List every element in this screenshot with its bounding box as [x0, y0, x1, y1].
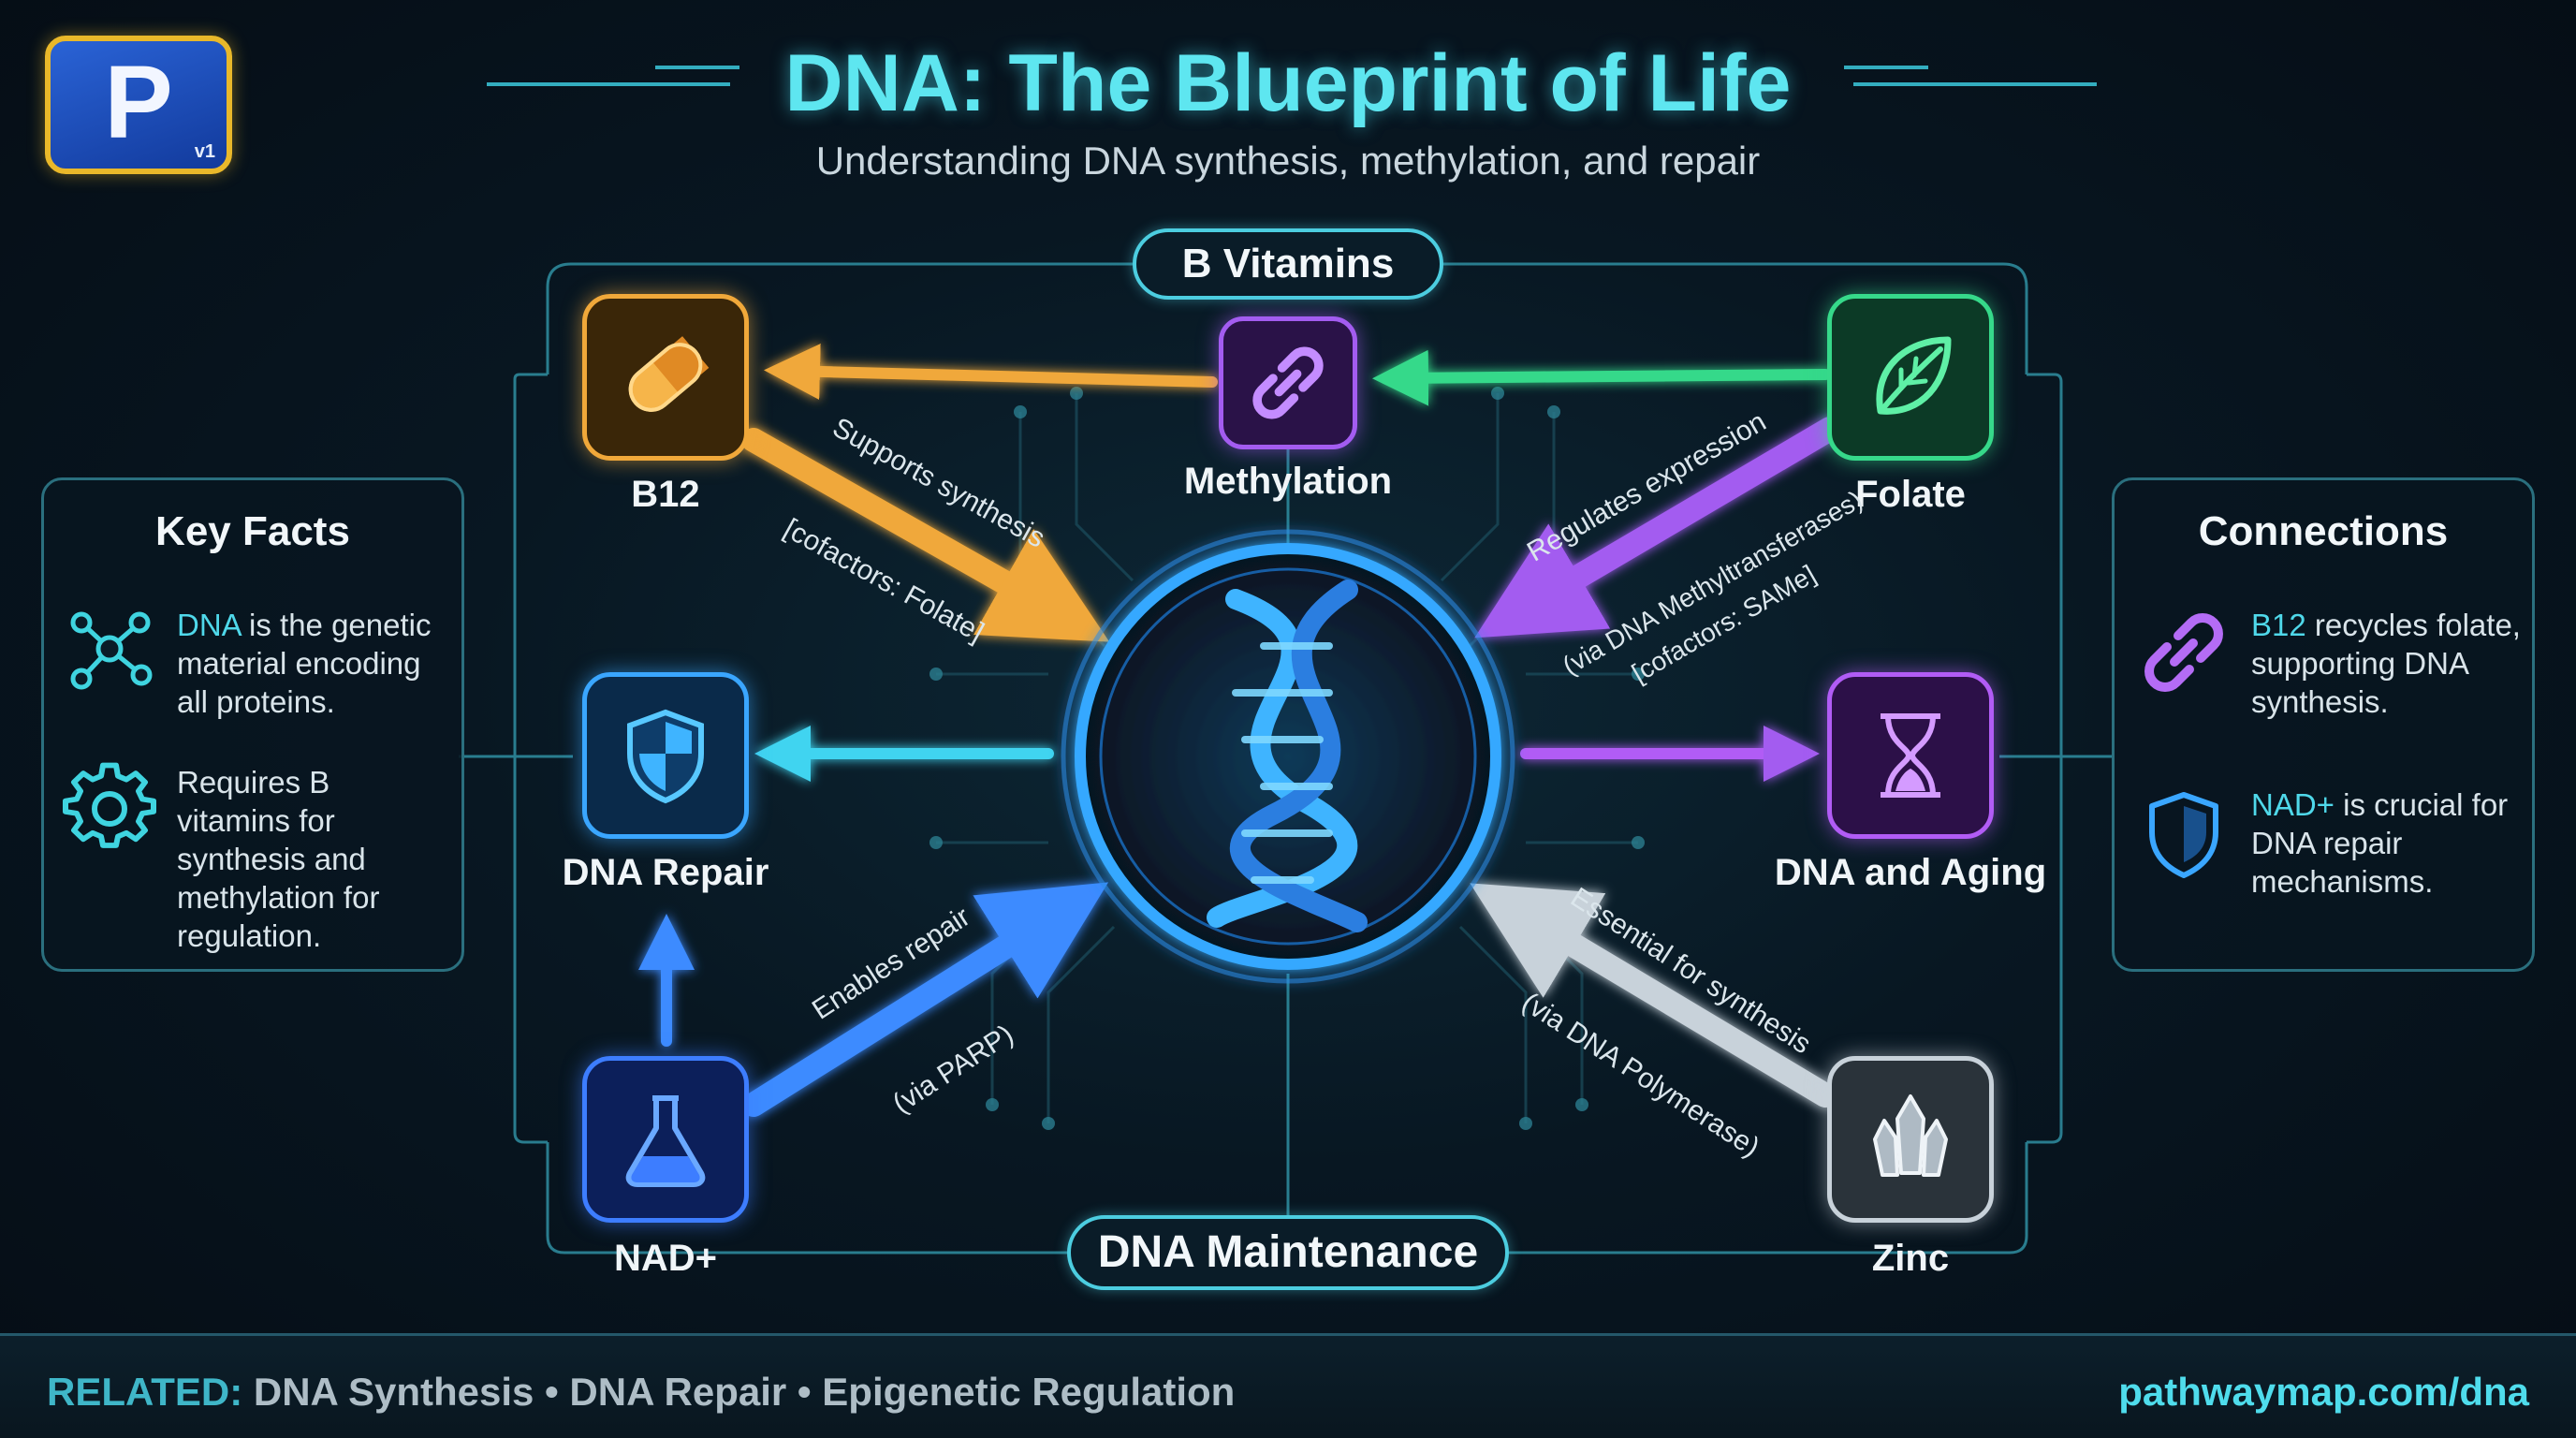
node-zinc-label: Zinc [1871, 1238, 1950, 1279]
node-methylation-label: Methylation [1183, 461, 1393, 502]
related-items[interactable]: DNA Synthesis • DNA Repair • Epigenetic … [253, 1370, 1236, 1414]
page-title: DNA: The Blueprint of Life [784, 38, 1792, 128]
arrow-b12-to-dna [741, 428, 1110, 642]
molecule-icon [70, 611, 153, 690]
node-b12[interactable] [582, 294, 749, 461]
logo-version: v1 [194, 141, 215, 162]
gear-icon [63, 762, 156, 848]
node-nad-label: NAD+ [613, 1238, 718, 1279]
footer-url-link[interactable]: pathwaymap.com/dna [2118, 1370, 2529, 1414]
arrow-zinc-to-dna [1470, 883, 1837, 1108]
connections-panel: Connections B12 recycles folate, support… [2112, 477, 2535, 972]
connection-1: B12 recycles folate, supporting DNA synt… [2251, 608, 2521, 719]
node-dna-repair-label: DNA Repair [562, 852, 769, 893]
connection-2: NAD+ is crucial for DNA repair mechanism… [2251, 787, 2509, 899]
chain-link-icon [1252, 346, 1324, 419]
arrow-folate-to-dna [1474, 417, 1842, 638]
node-dna-repair[interactable] [582, 672, 749, 839]
flask-icon [625, 1095, 706, 1187]
dna-helix-icon [1207, 580, 1368, 932]
node-folate[interactable] [1827, 294, 1994, 461]
node-methylation[interactable] [1219, 316, 1357, 449]
hourglass-icon [1881, 713, 1940, 798]
crystal-icon [1873, 1094, 1948, 1177]
node-dna-aging-label: DNA and Aging [1774, 852, 2047, 893]
leaf-icon [1876, 336, 1952, 415]
key-facts-panel: Key Facts DNA is the genetic material en… [41, 477, 464, 972]
key-fact-1: DNA is the genetic material encoding all… [177, 608, 432, 719]
arrow-nad-to-dna [741, 882, 1109, 1117]
arrow-folate-to-methylation [1372, 349, 1831, 406]
node-zinc[interactable] [1827, 1056, 1994, 1223]
dna-core [1061, 529, 1515, 984]
node-nad[interactable] [582, 1056, 749, 1223]
logo-letter: P [104, 45, 173, 160]
connections-title: Connections [2198, 508, 2449, 554]
group-dna-maintenance: DNA Maintenance [1067, 1215, 1509, 1290]
title-decoration [487, 66, 2097, 86]
shield-icon [2149, 792, 2218, 878]
group-b-vitamins: B Vitamins [1133, 228, 1443, 300]
shield-icon [627, 709, 704, 804]
node-dna-aging[interactable] [1827, 672, 1994, 839]
arrow-methylation-to-b12 [764, 343, 1218, 400]
related-links: RELATED: DNA Synthesis • DNA Repair • Ep… [47, 1370, 1235, 1415]
app-logo[interactable]: P v1 [45, 36, 232, 174]
key-fact-2: Requires B vitamins for synthesis and me… [177, 765, 380, 953]
related-label: RELATED: [47, 1370, 243, 1414]
node-folate-label: Folate [1855, 474, 1966, 515]
node-b12-label: B12 [631, 474, 700, 515]
footer-bar: RELATED: DNA Synthesis • DNA Repair • Ep… [0, 1333, 2576, 1438]
page-subtitle: Understanding DNA synthesis, methylation… [815, 139, 1761, 183]
chain-link-icon [2144, 613, 2223, 692]
capsule-icon [628, 336, 710, 412]
key-facts-title: Key Facts [155, 508, 350, 554]
